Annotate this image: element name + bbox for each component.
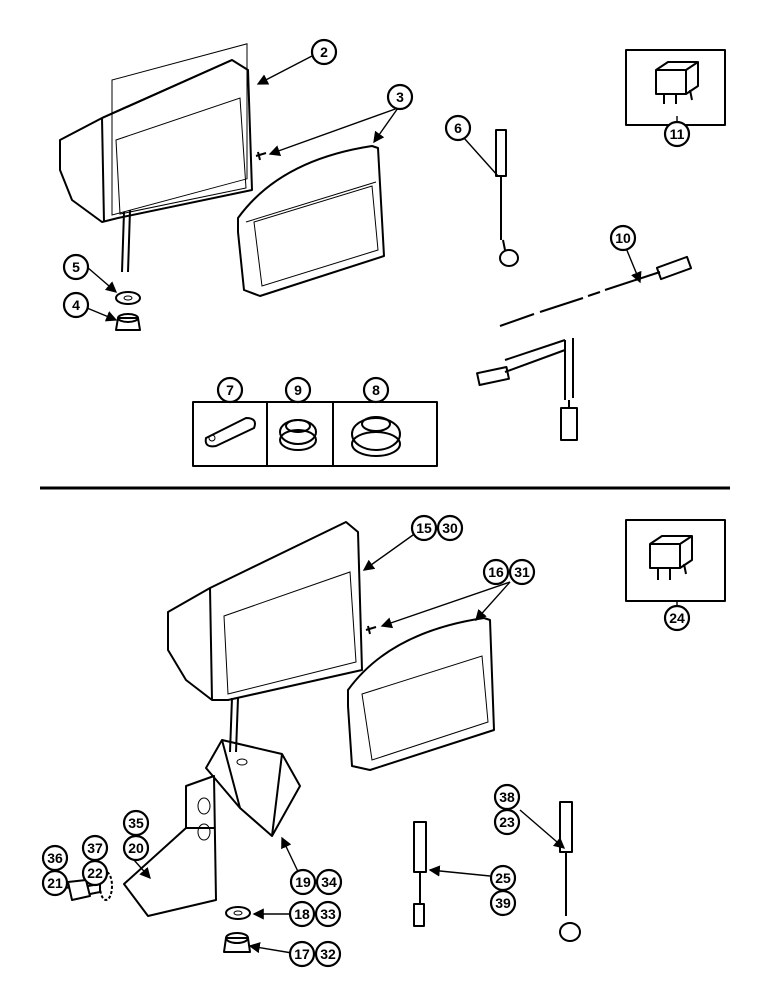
svg-text:16: 16 [488,564,504,580]
svg-text:39: 39 [495,895,511,911]
svg-text:36: 36 [47,850,63,866]
callout-37: 37 [81,834,109,862]
wire-terminal-6 [495,129,519,267]
callout-25: 25 [489,864,517,892]
screw-top [255,151,267,161]
callout-31: 31 [508,558,536,586]
callout-5: 5 [62,253,90,281]
callout-32: 32 [314,940,342,968]
relay-box-11 [625,49,726,126]
lamp-lens-bottom [347,617,495,771]
svg-text:9: 9 [294,382,302,398]
svg-text:24: 24 [669,610,685,626]
callout-35: 35 [122,809,150,837]
svg-text:32: 32 [320,946,336,962]
svg-text:37: 37 [87,840,103,856]
grommet-9 [279,419,317,451]
svg-text:22: 22 [87,865,103,881]
svg-text:19: 19 [295,874,311,890]
svg-text:11: 11 [670,126,685,142]
callout-36: 36 [41,844,69,872]
svg-text:10: 10 [615,230,631,246]
svg-text:34: 34 [321,874,337,890]
grommet-box [192,401,438,467]
svg-text:21: 21 [47,875,63,891]
svg-text:25: 25 [495,870,511,886]
callout-33: 33 [314,900,342,928]
svg-text:33: 33 [320,906,336,922]
svg-text:3: 3 [396,89,404,105]
callout-18: 18 [288,900,316,928]
svg-text:15: 15 [416,520,432,536]
leader-lines [54,55,678,954]
svg-text:6: 6 [454,120,462,136]
t-harness-10 [476,255,693,441]
grommet-8 [351,416,401,457]
nut-17 [223,932,251,953]
callout-9: 9 [284,376,312,404]
svg-text:5: 5 [72,259,80,275]
washer-18 [225,906,251,920]
callout-4: 4 [62,291,90,319]
callout-8: 8 [362,376,390,404]
relay-box-24 [625,519,726,602]
svg-text:30: 30 [442,520,458,536]
svg-text:20: 20 [128,840,144,856]
callout-15: 15 [410,514,438,542]
callout-34: 34 [315,868,343,896]
callout-11: 11 [663,120,691,148]
svg-text:17: 17 [294,946,310,962]
lamp-lens-top [237,145,385,297]
svg-text:31: 31 [514,564,530,580]
callout-6: 6 [444,114,472,142]
nut-4 [115,313,141,331]
callout-20: 20 [122,834,150,862]
clip-7 [204,417,256,448]
lock-washer-22 [99,871,113,901]
callout-17: 17 [288,940,316,968]
callout-21: 21 [41,869,69,897]
callout-23: 23 [493,808,521,836]
l-bracket-20 [123,775,217,917]
wire-terminal-23 [559,801,581,942]
screw-bottom [365,625,377,635]
wire-connector-25 [413,821,427,927]
svg-text:2: 2 [320,44,328,60]
svg-text:18: 18 [294,906,310,922]
svg-text:23: 23 [499,814,515,830]
svg-text:38: 38 [499,789,515,805]
work-lamp-large-bottom [167,521,363,753]
callout-24: 24 [663,604,691,632]
callout-10: 10 [609,224,637,252]
svg-text:35: 35 [128,815,144,831]
callout-19: 19 [289,868,317,896]
washer-5 [115,291,141,305]
callout-3: 3 [386,83,414,111]
callout-22: 22 [81,859,109,887]
callout-2: 2 [310,38,338,66]
bracket-19 [205,739,301,837]
callout-39: 39 [489,889,517,917]
svg-text:7: 7 [226,382,234,398]
callout-38: 38 [493,783,521,811]
svg-text:4: 4 [72,297,80,313]
callout-16: 16 [482,558,510,586]
work-lamp-large-top [59,43,253,273]
svg-text:8: 8 [372,382,380,398]
callout-7: 7 [216,376,244,404]
callout-30: 30 [436,514,464,542]
